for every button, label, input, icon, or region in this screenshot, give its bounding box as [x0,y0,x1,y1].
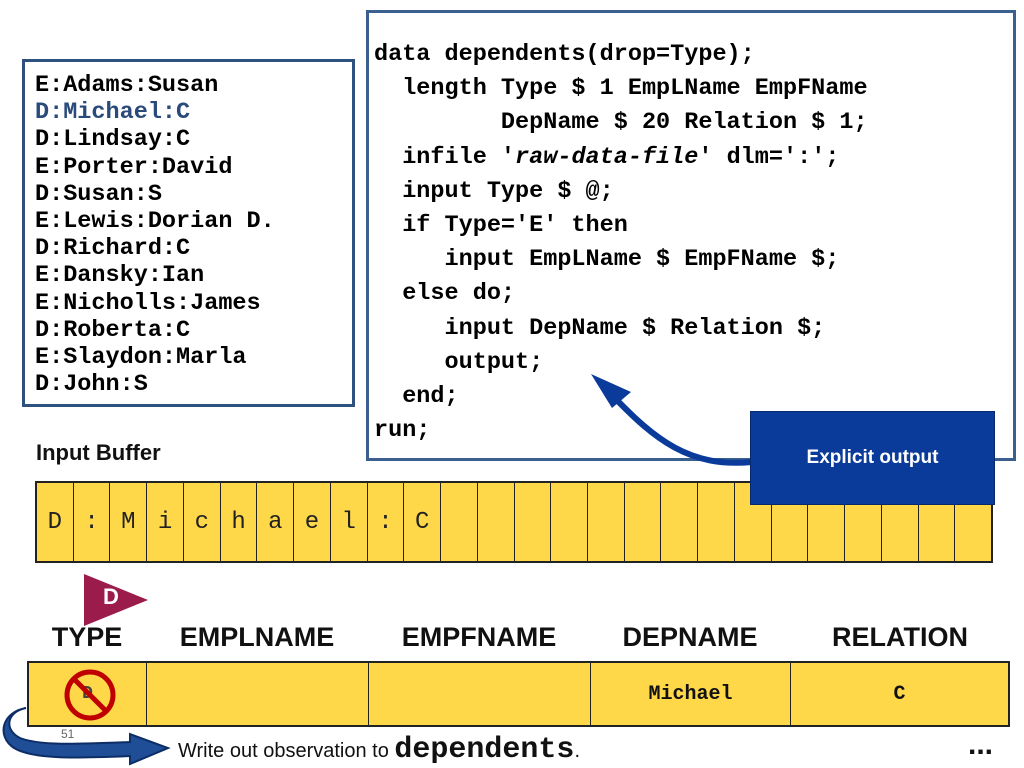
pointer-triangle [84,574,148,626]
footer-dataset: dependents [394,733,575,767]
pdv-row: D Michael C [27,661,1010,727]
input-buffer-title: Input Buffer [36,440,161,465]
buffer-cell [478,483,515,561]
buffer-cell: M [110,483,148,561]
explicit-output-callout: Explicit output [750,411,995,505]
pdv-header-emplname: EMPLNAME [179,622,335,652]
buffer-cell: : [74,483,111,561]
pdv-cell-relation: C [791,663,1008,725]
footer-text: Write out observation to dependents. [178,733,580,767]
buffer-cell: e [294,483,331,561]
code-line: input Type $ @; [374,177,614,205]
code-line-infile: infile 'raw-data-file' dlm=':'; [374,141,868,175]
buffer-cell [735,483,772,561]
raw-line: D:Roberta:C [35,316,191,344]
raw-data-box: E:Adams:Susan D:Michael:C D:Lindsay:C E:… [22,59,355,407]
pdv-cell-empfname [369,663,591,725]
pdv-header-relation: RELATION [832,622,968,652]
pdv-header-empfname: EMPFNAME [401,622,557,652]
continue-ellipsis: ... [968,728,994,761]
buffer-cell [882,483,919,561]
code-line: else do; [374,280,516,308]
buffer-cell [551,483,589,561]
code-line: input DepName $ Relation $; [374,314,826,342]
buffer-cell: a [257,483,295,561]
raw-data-lines: E:Adams:Susan D:Michael:C D:Lindsay:C E:… [35,72,275,398]
buffer-cell [919,483,956,561]
buffer-cell: C [404,483,442,561]
pdv-value-depname: Michael [648,682,733,706]
code-line: length Type $ 1 EmpLName EmpFName [374,75,868,103]
raw-line: D:John:S [35,371,148,399]
buffer-cell [661,483,699,561]
callout-arrow-line [609,392,753,466]
raw-line: E:Slaydon:Marla [35,344,247,372]
buffer-cell [772,483,809,561]
code-line: if Type='E' then [374,212,628,240]
code-infile-post: ' dlm=':'; [698,143,840,171]
raw-line: E:Lewis:Dorian D. [35,208,275,236]
code-line: input EmpLName $ EmpFName $; [374,246,840,274]
buffer-cell: c [184,483,221,561]
raw-line: D:Lindsay:C [35,126,191,154]
buffer-cell [515,483,552,561]
code-line: data dependents(drop=Type); [374,41,755,68]
callout-arrow-head [591,374,631,408]
raw-line-current: D:Michael:C [35,99,191,127]
code-line: end; [374,383,459,411]
buffer-cell [441,483,478,561]
code-lines: data dependents(drop=Type); length Type … [374,38,868,448]
pdv-header-type: TYPE [51,622,123,652]
footer-pre: Write out observation to [178,740,395,762]
code-line: run; [374,417,431,445]
buffer-cell [845,483,882,561]
code-infile-file: raw-data-file [515,143,699,171]
buffer-cell: i [147,483,184,561]
buffer-cell [625,483,662,561]
column-pointer-icon [84,574,148,626]
buffer-cell: h [221,483,258,561]
column-pointer-label: D [103,584,119,609]
slide-number: 51 [61,727,75,741]
raw-line: E:Porter:David [35,153,233,181]
pdv-cell-type: D [29,663,147,725]
raw-line: E:Nicholls:James [35,289,261,317]
code-box: data dependents(drop=Type); length Type … [366,10,1016,461]
buffer-cell: D [37,483,74,561]
pdv-cell-depname: Michael [591,663,791,725]
pdv-value-relation: C [893,682,906,706]
buffer-cell: : [368,483,405,561]
buffer-cell [698,483,735,561]
raw-line: E:Dansky:Ian [35,262,205,290]
dropped-variable-icon [64,669,116,721]
buffer-cell [588,483,625,561]
raw-line: D:Richard:C [35,235,191,263]
write-out-arrow-icon [2,707,171,766]
raw-line: E:Adams:Susan [35,72,219,99]
buffer-cell: l [331,483,368,561]
code-line-output: output; [374,348,544,376]
pdv-cell-emplname [147,663,369,725]
footer-post: . [574,740,580,762]
raw-line: D:Susan:S [35,180,162,208]
code-infile-pre: infile ' [374,143,516,171]
buffer-cell [808,483,846,561]
code-line: DepName $ 20 Relation $ 1; [374,109,868,137]
pdv-header-depname: DEPNAME [622,622,758,652]
write-out-arrow-body [2,707,171,766]
